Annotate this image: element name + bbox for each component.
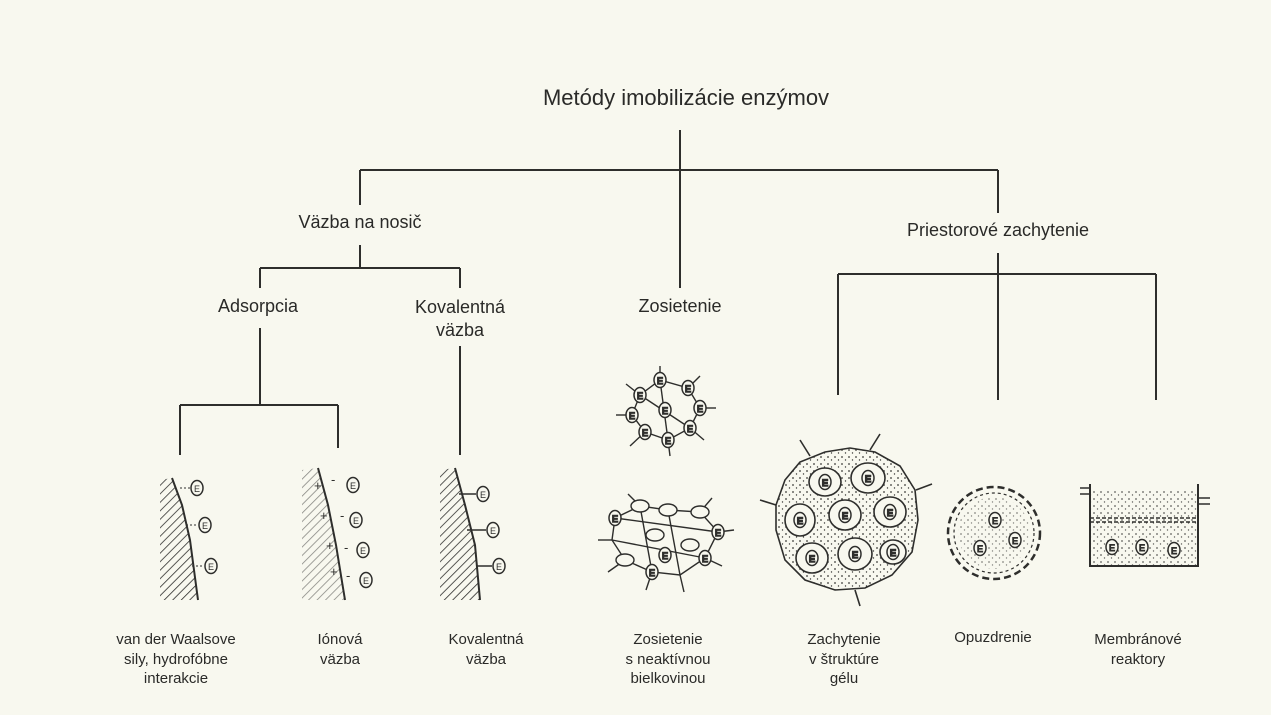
membrane-reactor-icon — [1080, 484, 1210, 566]
node-crosslinking: Zosietenie — [638, 296, 721, 318]
diagram-title: Metódy imobilizácie enzýmov — [543, 85, 829, 111]
vdw-adsorption-icon — [160, 478, 217, 600]
node-covalent-binding: Kovalentná väzba — [415, 296, 505, 341]
node-carrier-binding: Väzba na nosič — [298, 212, 421, 234]
ionic-binding-icon: + + + + - - - - — [302, 468, 372, 600]
svg-text:+: + — [320, 508, 328, 523]
gel-entrapment-icon — [760, 434, 932, 606]
node-entrapment: Priestorové zachytenie — [907, 220, 1089, 242]
svg-text:-: - — [331, 472, 335, 487]
svg-text:-: - — [340, 508, 344, 523]
svg-text:+: + — [326, 538, 334, 553]
encapsulation-icon — [948, 487, 1040, 579]
crosslinked-enzymes-icon — [616, 366, 716, 456]
crosslink-inactive-protein-icon — [598, 494, 734, 592]
caption-encapsulation: Opuzdrenie — [954, 628, 1032, 648]
node-adsorption: Adsorpcia — [218, 296, 298, 318]
svg-text:-: - — [346, 568, 350, 583]
covalent-binding-icon — [440, 468, 505, 600]
svg-text:+: + — [330, 564, 338, 579]
svg-text:+: + — [314, 478, 322, 493]
svg-text:-: - — [344, 540, 348, 555]
